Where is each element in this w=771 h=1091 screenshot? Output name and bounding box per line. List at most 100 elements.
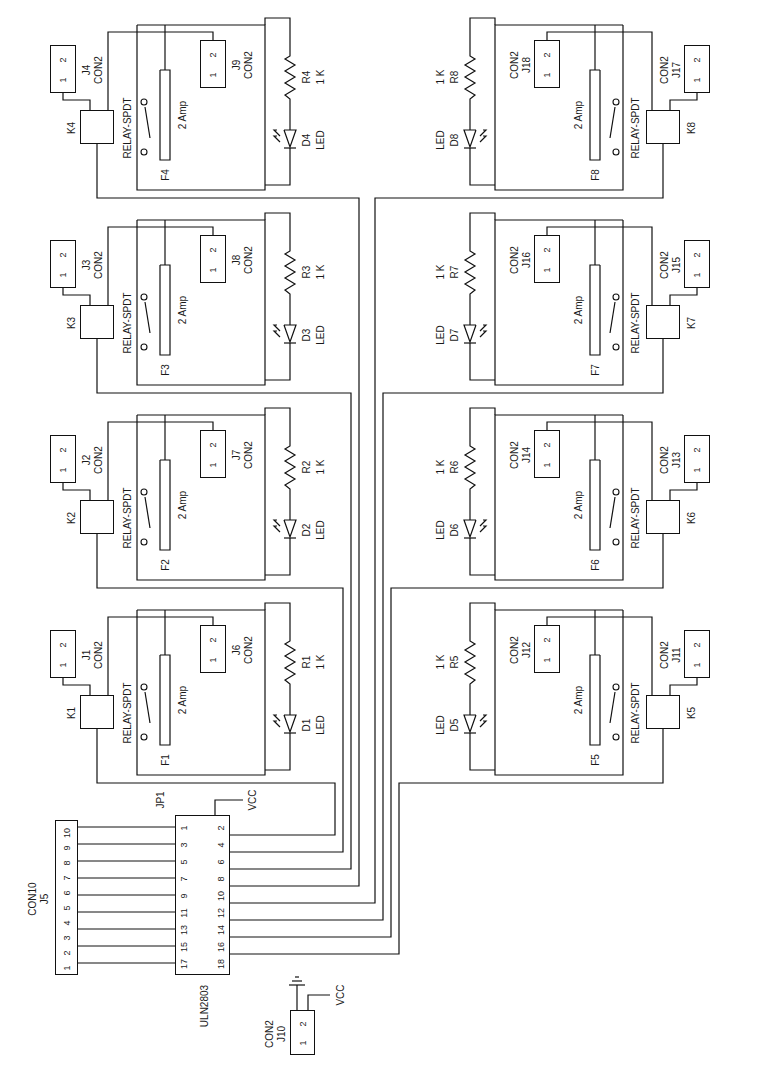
pin-number: 2 bbox=[209, 52, 219, 57]
wire bbox=[470, 733, 495, 770]
pin-number: 2 bbox=[209, 442, 219, 447]
wire bbox=[265, 408, 290, 440]
pin-number: 9 bbox=[63, 845, 73, 850]
wire-connector bbox=[97, 729, 335, 835]
wire bbox=[265, 733, 290, 770]
pin-number: 1 bbox=[693, 467, 703, 472]
led-symbol bbox=[284, 520, 296, 537]
part-value: CON2 bbox=[93, 56, 104, 84]
wire bbox=[469, 105, 470, 130]
part-label: J10 bbox=[276, 1025, 287, 1041]
pin-number: 2 bbox=[209, 247, 219, 252]
connector-block: J4CON212 bbox=[50, 45, 76, 93]
wire bbox=[470, 538, 495, 575]
resistor-symbol bbox=[465, 245, 475, 300]
wire bbox=[265, 603, 290, 635]
relay-contact bbox=[141, 489, 147, 495]
part-value: CON2 bbox=[659, 251, 670, 279]
relay-contact bbox=[141, 734, 147, 740]
led-light-arrow bbox=[480, 331, 486, 337]
part-value: LED bbox=[435, 520, 446, 539]
pin-number: 7 bbox=[180, 876, 190, 881]
pin-number: 2 bbox=[543, 637, 553, 642]
pin-number: 1 bbox=[543, 72, 553, 77]
connector-block: J13CON212 bbox=[684, 435, 710, 483]
led-light-arrow bbox=[480, 325, 486, 331]
part-value: 1 K bbox=[435, 654, 446, 669]
part-label: F8 bbox=[590, 169, 601, 181]
pin-number: 1 bbox=[209, 72, 219, 77]
part-value: 2 Amp bbox=[177, 296, 188, 324]
part-label: D3 bbox=[301, 329, 312, 342]
part-label: R4 bbox=[301, 71, 312, 84]
wire-connector bbox=[230, 339, 663, 920]
relay-contact bbox=[141, 99, 147, 105]
part-value: RELAY-SPDT bbox=[122, 682, 133, 743]
pin-number: 6 bbox=[63, 890, 73, 895]
pin-number: 4 bbox=[63, 920, 73, 925]
resistor-symbol bbox=[285, 440, 295, 495]
wire bbox=[470, 343, 495, 380]
part-value: RELAY-SPDT bbox=[122, 292, 133, 353]
wire bbox=[78, 861, 175, 862]
channel-frame bbox=[137, 415, 265, 580]
led-light-arrow bbox=[274, 520, 280, 526]
relay-contact bbox=[141, 294, 147, 300]
pin-number: 7 bbox=[63, 875, 73, 880]
pin-number: 1 bbox=[59, 662, 69, 667]
relay-coil: K4RELAY-SPDT bbox=[80, 110, 114, 144]
relay-contact bbox=[141, 539, 147, 545]
pin-number: 5 bbox=[180, 859, 190, 864]
part-value: CON2 bbox=[243, 51, 254, 79]
fuse-symbol bbox=[160, 265, 170, 355]
relay-contact bbox=[141, 344, 147, 350]
wire bbox=[265, 213, 290, 245]
channel-frame bbox=[137, 25, 265, 190]
part-label: J15 bbox=[671, 257, 682, 273]
relay-contact bbox=[613, 684, 619, 690]
relay-contact bbox=[613, 294, 619, 300]
pin-number: 3 bbox=[63, 935, 73, 940]
led-light-arrow bbox=[480, 520, 486, 526]
part-label: R6 bbox=[449, 461, 460, 474]
wire bbox=[308, 995, 330, 1010]
led-light-arrow bbox=[274, 526, 280, 532]
part-label: J9 bbox=[231, 60, 242, 71]
pin-number: 2 bbox=[59, 642, 69, 647]
part-label: F6 bbox=[590, 559, 601, 571]
relay-contact bbox=[613, 149, 619, 155]
part-label: F5 bbox=[590, 754, 601, 766]
relay-coil: K5RELAY-SPDT bbox=[646, 695, 680, 729]
pin-number: 14 bbox=[217, 925, 227, 935]
ground-symbol bbox=[295, 976, 299, 977]
part-label: J14 bbox=[521, 447, 532, 463]
part-label: J7 bbox=[231, 450, 242, 461]
pin-number: 2 bbox=[63, 950, 73, 955]
wire bbox=[215, 800, 243, 815]
pin-number: 2 bbox=[59, 447, 69, 452]
pin-number: 6 bbox=[217, 859, 227, 864]
relay-contact bbox=[141, 149, 147, 155]
wire-connector bbox=[97, 534, 343, 852]
relay-switch bbox=[145, 107, 150, 138]
wire-connector bbox=[63, 678, 90, 695]
part-value: 2 Amp bbox=[573, 686, 584, 714]
wire bbox=[469, 495, 470, 520]
part-label: K7 bbox=[686, 317, 697, 329]
wire-connector bbox=[63, 288, 90, 305]
wire bbox=[265, 18, 290, 50]
pin-number: 11 bbox=[180, 908, 190, 917]
resistor-symbol bbox=[465, 440, 475, 495]
relay-contact bbox=[141, 684, 147, 690]
part-label: R8 bbox=[449, 71, 460, 84]
part-value: CON2 bbox=[509, 441, 520, 469]
part-value: CON2 bbox=[93, 446, 104, 474]
part-label: R3 bbox=[301, 266, 312, 279]
relay-coil: K8RELAY-SPDT bbox=[646, 110, 680, 144]
part-value: CON2 bbox=[93, 641, 104, 669]
led-light-arrow bbox=[480, 721, 486, 727]
wire bbox=[289, 300, 290, 325]
pin-number: 2 bbox=[693, 57, 703, 62]
channel-frame bbox=[495, 415, 623, 580]
pin-number: 1 bbox=[59, 77, 69, 82]
